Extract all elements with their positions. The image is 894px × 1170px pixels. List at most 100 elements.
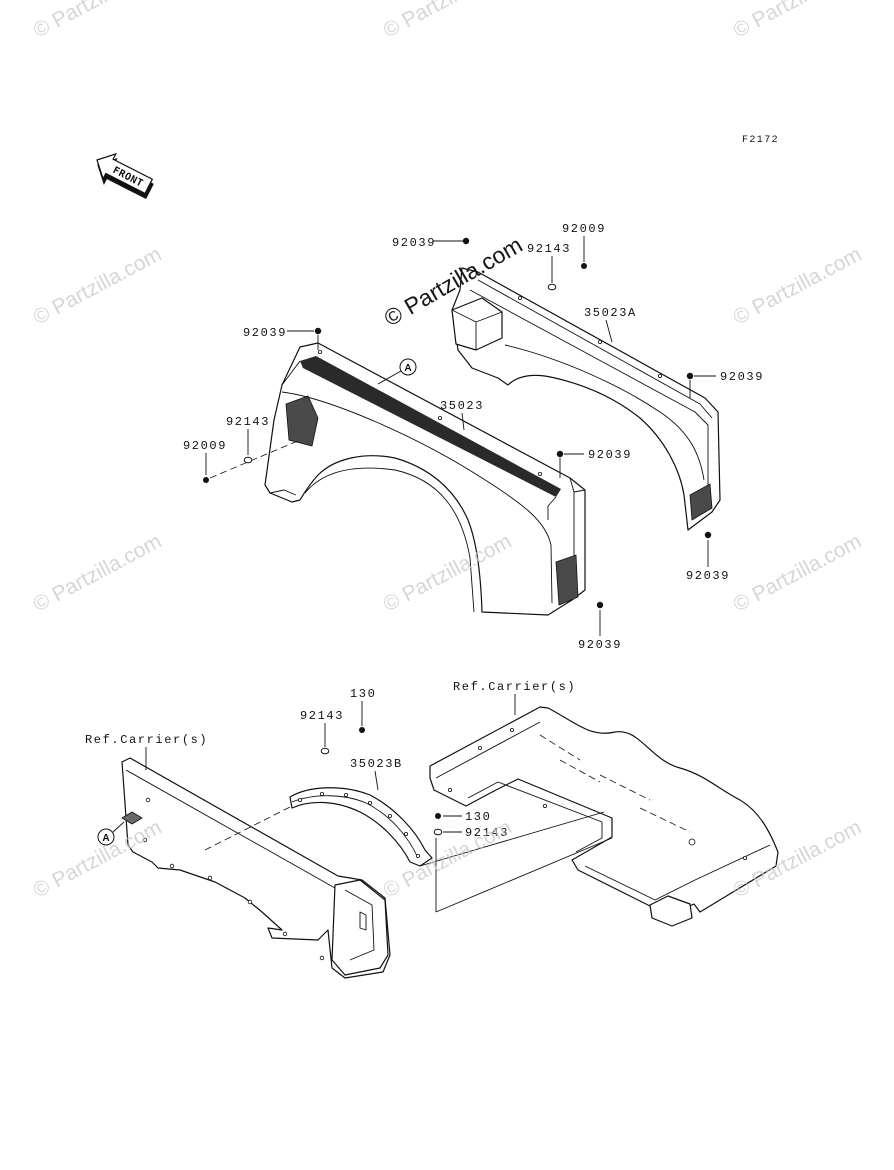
carrier-bed-edge xyxy=(435,721,771,901)
callout-label[interactable]: 130 xyxy=(465,810,491,824)
rear-fender-rear-light xyxy=(689,483,713,521)
callout-label[interactable]: 35023A xyxy=(584,306,637,320)
reference-label: Ref.Carrier(s) xyxy=(85,733,208,747)
panel-to-fender-dashed-line xyxy=(204,805,293,851)
callout-label[interactable]: 92143 xyxy=(226,415,270,429)
washer-icon xyxy=(320,747,330,755)
side-panel-clip xyxy=(121,811,143,825)
watermark: © Partzilla.com xyxy=(30,243,166,330)
leader-line xyxy=(287,330,319,350)
front-fender-arch-inner xyxy=(304,467,475,613)
front-fender-hole xyxy=(317,349,322,354)
side-panel-hole xyxy=(169,863,175,869)
watermark: © Partzilla.com xyxy=(730,530,866,617)
side-panel-top-flange xyxy=(125,769,336,889)
rear-fender-outline xyxy=(451,267,721,531)
bolt-icon xyxy=(686,372,694,380)
inner-fender-hole xyxy=(319,792,324,797)
rear-fender-block-edge xyxy=(451,309,503,350)
carrier-side-panel xyxy=(121,757,391,979)
callout-label[interactable]: 35023 xyxy=(440,399,484,413)
marker-circle xyxy=(97,828,115,846)
front-fender-rear-light xyxy=(555,554,579,606)
watermark: © Partzilla.com xyxy=(380,0,516,42)
inner-fender-flange xyxy=(291,795,419,859)
carrier-bed-hole xyxy=(743,856,748,861)
carrier-bed-reference xyxy=(429,706,779,927)
callout-label[interactable]: 92039 xyxy=(686,569,730,583)
side-panel-hole xyxy=(207,875,213,881)
inner-fender-35023B xyxy=(289,787,433,867)
side-panel-hole xyxy=(145,797,151,803)
bolt-icon xyxy=(596,601,604,609)
callout-label[interactable]: 92039 xyxy=(588,448,632,462)
rear-fender-hole xyxy=(658,373,663,378)
front-fender-front-tab xyxy=(269,489,297,496)
bracket-line-upper xyxy=(419,811,605,867)
bolt-icon xyxy=(314,327,322,335)
rear-fender-body-contour xyxy=(504,344,705,481)
callout-label[interactable]: 130 xyxy=(350,687,376,701)
marker-line xyxy=(112,821,125,833)
rear-fender-ridge xyxy=(469,279,713,495)
bolt-icon xyxy=(462,237,470,245)
carrier-bed-hole xyxy=(447,788,452,793)
bolt-icon xyxy=(704,531,712,539)
carrier-bed-hole xyxy=(509,728,514,733)
marker-letter: A xyxy=(404,363,411,374)
rear-fender-hole xyxy=(518,295,523,300)
side-panel-hole xyxy=(319,955,325,961)
rear-fender-hole xyxy=(598,339,603,344)
washer-icon xyxy=(243,456,253,464)
side-panel-bracket-detail xyxy=(344,889,375,961)
watermark: © Partzilla.com xyxy=(30,816,166,903)
watermark: © Partzilla.com xyxy=(730,243,866,330)
leader-line xyxy=(461,412,465,431)
front-fender-top-edge xyxy=(281,360,557,520)
front-arrow-body xyxy=(96,152,154,195)
callout-label[interactable]: 92009 xyxy=(183,439,227,453)
washer-icon xyxy=(547,283,557,291)
inner-fender-hole xyxy=(367,801,372,806)
marker-line xyxy=(377,370,402,385)
leader-line xyxy=(559,453,584,478)
marker-a-lower: A xyxy=(97,821,125,846)
bolt-icon xyxy=(359,727,365,733)
callout-label[interactable]: 92039 xyxy=(720,370,764,384)
watermark: © Partzilla.com xyxy=(30,530,166,617)
leader-line xyxy=(689,375,716,398)
marker-circle xyxy=(399,358,417,376)
bolt-icon xyxy=(435,813,441,819)
side-panel-outline xyxy=(121,757,391,979)
front-fender-side-opening xyxy=(285,395,319,447)
callout-label[interactable]: 92039 xyxy=(578,638,622,652)
front-fender-top-strip xyxy=(300,356,561,497)
callout-label[interactable]: 92143 xyxy=(300,709,344,723)
washer-icon xyxy=(433,828,443,836)
carrier-bed-hole xyxy=(477,746,482,751)
rear-fender-front-block xyxy=(451,297,503,351)
inner-fender-hole xyxy=(297,798,302,803)
front-direction-arrow-icon: FRONT xyxy=(96,152,154,200)
front-fender-hole xyxy=(437,415,442,420)
callout-label[interactable]: 92039 xyxy=(243,326,287,340)
callout-label[interactable]: 92143 xyxy=(465,826,509,840)
bolt-icon xyxy=(556,450,564,458)
inner-fender-hole xyxy=(415,854,420,859)
callout-label[interactable]: 35023B xyxy=(350,757,403,771)
side-panel-hole xyxy=(142,837,148,843)
carrier-bed-hole xyxy=(688,838,696,846)
front-fender-35023 xyxy=(264,342,586,616)
watermark: © Partzilla.com xyxy=(730,0,866,42)
side-panel-hole xyxy=(282,931,288,937)
front-fender-body-contour xyxy=(281,391,553,604)
callout-label[interactable]: 92009 xyxy=(562,222,606,236)
bracket-line-lower xyxy=(435,837,613,913)
watermark: © Partzilla.com xyxy=(30,0,166,42)
marker-a-upper: A xyxy=(377,358,417,385)
reference-label: Ref.Carrier(s) xyxy=(453,680,576,694)
callout-label[interactable]: 92143 xyxy=(527,242,571,256)
marker-letter: A xyxy=(102,833,109,844)
callout-label[interactable]: 92039 xyxy=(392,236,436,250)
leader-line xyxy=(605,319,613,343)
